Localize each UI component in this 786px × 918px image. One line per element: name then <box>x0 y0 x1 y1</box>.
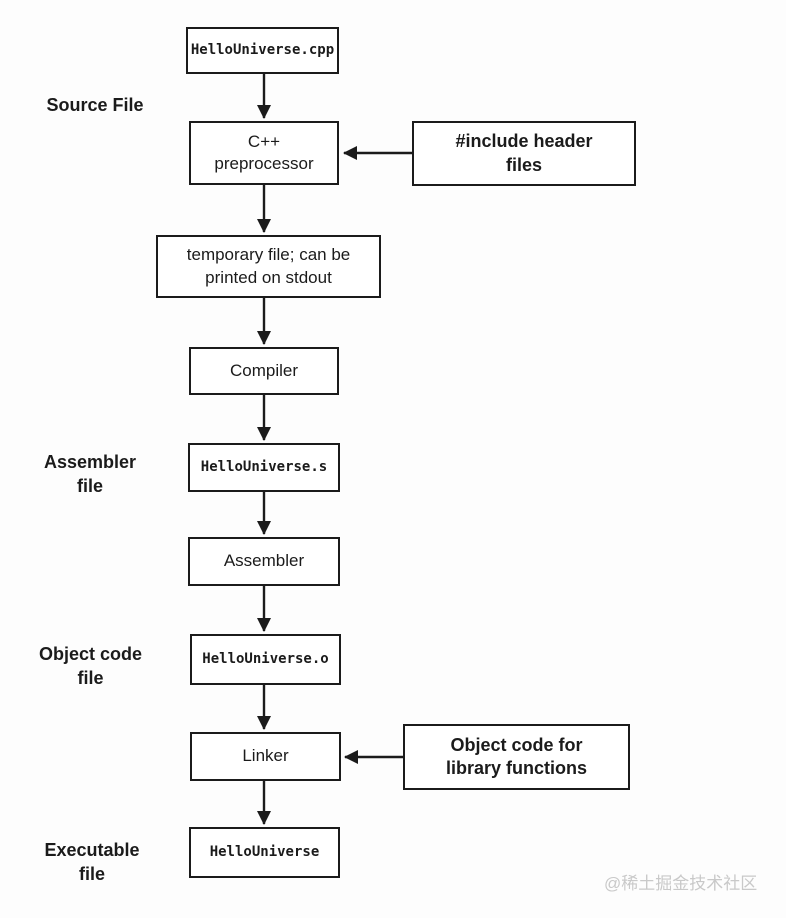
node-include-headers: #include header files <box>412 121 636 186</box>
node-executable-name: HelloUniverse <box>189 827 340 878</box>
node-temp-file-label: temporary file; can be printed on stdout <box>186 245 351 287</box>
node-preprocessor: C++ preprocessor <box>189 121 339 185</box>
stage-label-source-file: Source File <box>46 95 144 115</box>
stage-label-executable-file: Executable file <box>44 840 140 885</box>
node-preprocessor-label: C++ preprocessor <box>214 131 314 173</box>
node-linker-label: Linker <box>242 746 289 766</box>
node-source-file-name-label: HelloUniverse.cpp <box>190 42 335 59</box>
node-linker: Linker <box>190 732 341 781</box>
node-assembler-file-name-label: HelloUniverse.s <box>200 459 328 476</box>
node-object-library-label: Object code for library functions <box>445 734 588 778</box>
node-object-file-name-label: HelloUniverse.o <box>202 651 329 668</box>
node-object-file-name: HelloUniverse.o <box>190 634 341 685</box>
node-assembler: Assembler <box>188 537 340 586</box>
stage-label-object-code-file: Object code file <box>38 644 143 689</box>
node-object-library: Object code for library functions <box>403 724 630 790</box>
node-compiler-label: Compiler <box>229 360 299 380</box>
node-executable-name-label: HelloUniverse <box>209 844 320 861</box>
node-source-file-name: HelloUniverse.cpp <box>186 27 339 74</box>
node-include-headers-label: #include header files <box>455 131 593 175</box>
node-assembler-label: Assembler <box>223 551 305 571</box>
watermark-text: @稀土掘金技术社区 <box>604 874 758 893</box>
stage-label-assembler-file: Assembler file <box>43 452 137 497</box>
node-temp-file: temporary file; can be printed on stdout <box>156 235 381 298</box>
node-assembler-file-name: HelloUniverse.s <box>188 443 340 492</box>
node-compiler: Compiler <box>189 347 339 395</box>
